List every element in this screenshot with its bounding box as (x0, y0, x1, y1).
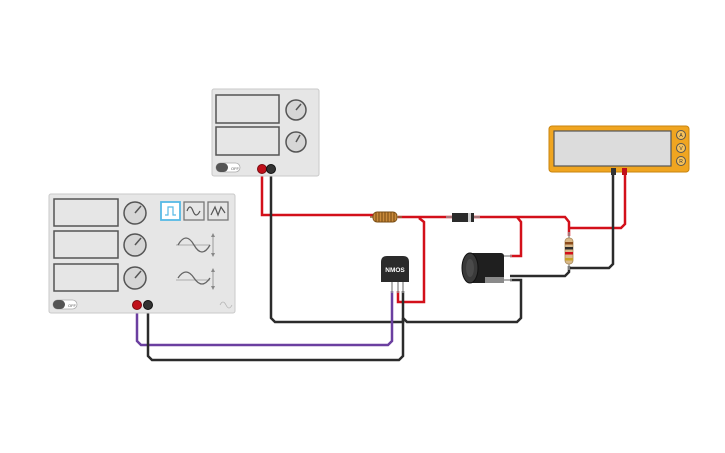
wire-resistor-to-meter-positive[interactable] (569, 172, 627, 230)
wire-generator-negative[interactable] (146, 306, 405, 362)
triangle-wave-icon (186, 206, 201, 216)
function-generator-switch-label: OFF (68, 303, 77, 308)
multimeter-positive-terminal[interactable] (622, 168, 627, 175)
multimeter-current-mode-button[interactable] (676, 130, 686, 140)
resistor-band-3 (565, 252, 573, 255)
multimeter[interactable]: A V R (548, 125, 690, 175)
diode[interactable] (446, 213, 480, 222)
multimeter-voltage-mode-button[interactable] (676, 143, 686, 153)
wire-junction-to-drain[interactable] (396, 217, 426, 304)
capacitor-top-highlight (466, 259, 474, 277)
wire-diode-to-capacitor[interactable] (510, 216, 523, 258)
function-generator-switch-thumb (53, 300, 65, 309)
mosfet-body (381, 256, 409, 282)
multimeter-current-mode-label: A (679, 133, 683, 139)
inductor[interactable] (370, 211, 402, 223)
wire-generator-to-gate[interactable] (135, 291, 394, 347)
multimeter-voltage-mode-label: V (679, 146, 683, 152)
resistor-band-4 (565, 258, 573, 261)
wire-supply-positive[interactable] (260, 170, 375, 217)
sawtooth-wave-icon (210, 205, 226, 217)
power-supply-switch-label: OFF (231, 166, 240, 171)
function-generator-positive-terminal[interactable] (132, 300, 142, 310)
power-supply-negative-terminal[interactable] (266, 164, 276, 174)
nmos-transistor[interactable]: NMOS (381, 256, 409, 293)
diode-body (452, 213, 474, 222)
resistor-band-1 (565, 242, 573, 245)
dc-power-supply[interactable]: OFF (211, 88, 320, 177)
inductor-coils (375, 212, 395, 222)
mosfet-label: NMOS (385, 267, 405, 274)
square-wave-button[interactable] (160, 201, 181, 221)
function-generator-logo-icon (219, 301, 233, 309)
amplitude-diagram (176, 233, 215, 257)
resistor-band-2 (565, 247, 573, 250)
triangle-wave-button[interactable] (183, 201, 205, 221)
function-generator-negative-terminal[interactable] (143, 300, 153, 310)
resistor[interactable] (564, 232, 574, 270)
electrolytic-capacitor[interactable] (461, 252, 512, 284)
function-generator[interactable]: OFF (48, 193, 236, 314)
multimeter-resistance-mode-label: R (679, 159, 683, 165)
knob-indicator (134, 237, 142, 246)
multimeter-common-terminal[interactable] (611, 168, 616, 175)
multimeter-display (553, 130, 672, 167)
power-supply-positive-terminal[interactable] (257, 164, 267, 174)
wires (135, 170, 627, 362)
knob-indicator (295, 103, 302, 111)
power-supply-display-current (215, 94, 280, 124)
wire-resistor-to-meter-common[interactable] (569, 172, 615, 270)
diode-cathode-band (468, 213, 471, 222)
multimeter-resistance-mode-button[interactable] (676, 156, 686, 166)
wire-supply-negative[interactable] (269, 170, 405, 324)
knob-indicator (295, 134, 301, 143)
capacitor-stripe (485, 277, 504, 283)
knob-indicator (134, 205, 142, 214)
function-generator-display-frequency (53, 198, 119, 227)
power-supply-switch-thumb (216, 163, 228, 172)
wire-capacitor-to-resistor[interactable] (510, 266, 571, 278)
square-wave-icon (165, 206, 176, 216)
power-supply-display-voltage (215, 126, 280, 156)
offset-diagram (176, 268, 215, 290)
capacitor-body (470, 253, 504, 283)
wire-source-to-capacitor[interactable] (402, 278, 523, 324)
function-generator-display-offset (53, 263, 119, 292)
function-generator-display-amplitude (53, 230, 119, 259)
sine-wave-button[interactable] (207, 201, 229, 221)
knob-indicator (134, 270, 142, 279)
